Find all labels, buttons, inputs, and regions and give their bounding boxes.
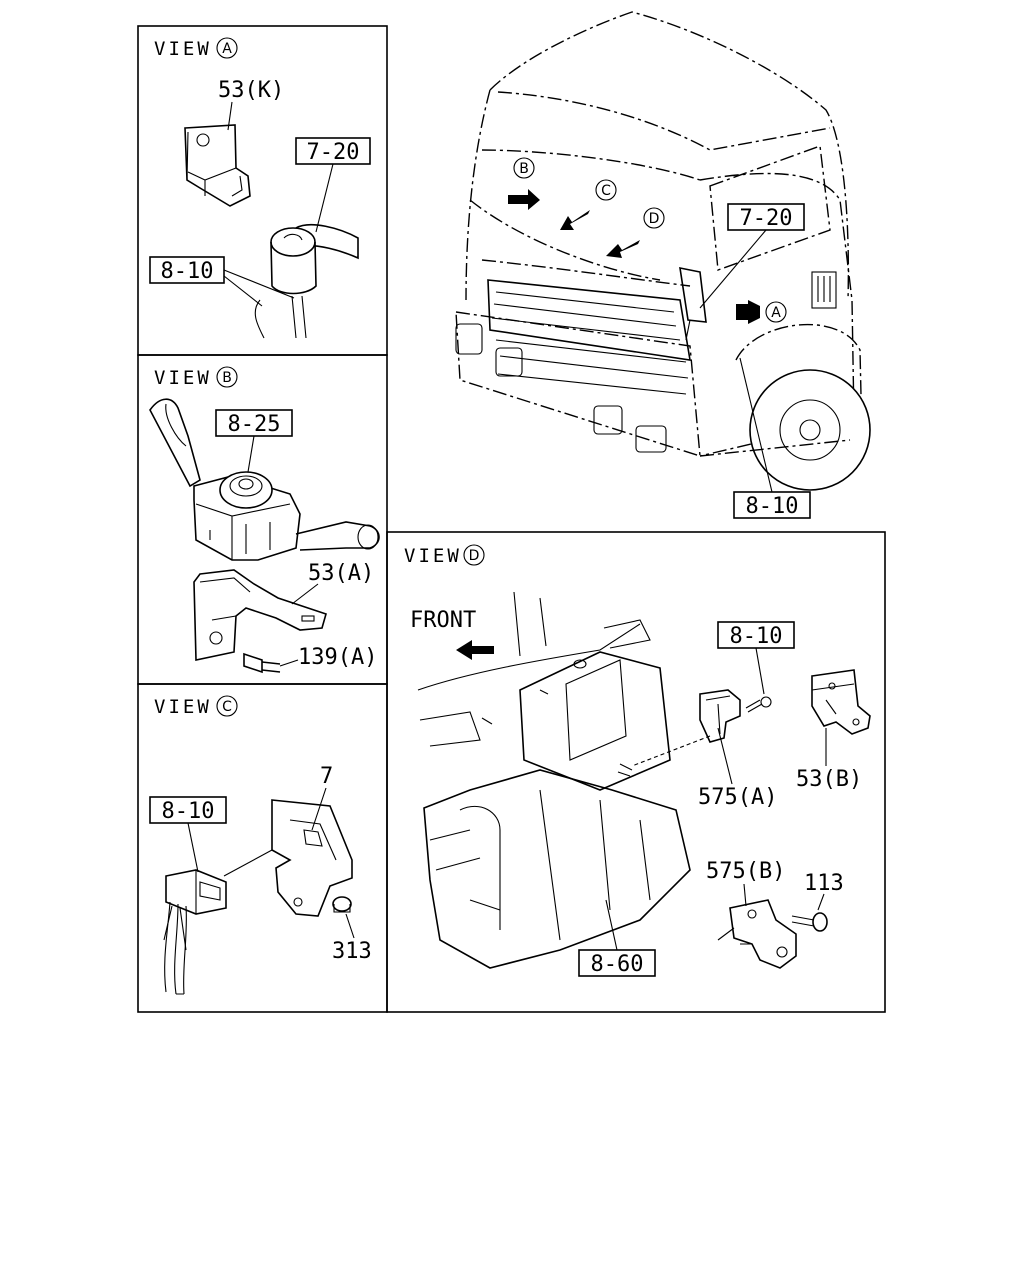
svg-text:C: C [222, 699, 232, 715]
svg-text:VIEW: VIEW [404, 545, 462, 567]
part-313-label: 313 [332, 939, 372, 964]
part-53k-label: 53(K) [218, 78, 284, 103]
bracket-53a [193, 569, 327, 661]
svg-text:VIEW: VIEW [154, 696, 212, 718]
svg-text:D: D [649, 211, 660, 227]
svg-text:A: A [771, 305, 781, 321]
svg-text:A: A [222, 41, 232, 57]
part-53a-label: 53(A) [308, 561, 374, 586]
ref-8-10-box-a [149, 256, 225, 284]
cable-a [254, 299, 265, 339]
bracket-53b [811, 669, 871, 735]
svg-text:D: D [469, 548, 480, 564]
nut-313 [332, 896, 352, 913]
bracket-575b [717, 899, 797, 969]
ref-8-60-leader [605, 899, 618, 951]
part-113-label: 113 [804, 871, 844, 896]
connector-c [163, 869, 227, 995]
grommet-cable [270, 224, 359, 339]
arrow-label-a [765, 301, 787, 323]
ref-8-25-leader [247, 435, 255, 473]
part-53a-leader [291, 583, 319, 605]
ref-7-20-leader-truck [699, 229, 767, 309]
svg-text:C: C [601, 183, 611, 199]
view-d-frame [386, 531, 886, 1013]
ref-8-10-leader-truck [739, 357, 773, 493]
ref-8-60-box [578, 949, 656, 977]
front-label: FRONT [410, 608, 476, 633]
screw-8-10 [745, 696, 772, 713]
ref-8-10-label-a: 8-10 [161, 259, 214, 284]
arrow-label-d [643, 207, 665, 229]
ref-8-25-label: 8-25 [228, 412, 281, 437]
ref-8-10-label-truck: 8-10 [746, 494, 799, 519]
ref-8-10-box-d [717, 621, 795, 649]
arrow-c [560, 210, 590, 230]
part-313-leader [345, 913, 355, 939]
part-139a-label: 139(A) [298, 645, 377, 670]
part-113-leader [817, 893, 825, 911]
front-arrow-icon [456, 640, 494, 660]
screw-113 [791, 912, 828, 932]
part-575a-label: 575(A) [698, 785, 777, 810]
ref-8-10-label-d: 8-10 [730, 624, 783, 649]
ref-8-10-box-truck [733, 491, 811, 519]
ref-8-10-leader-a [223, 269, 295, 307]
ecu-assembly [417, 591, 691, 969]
clip-575a [631, 689, 741, 767]
view-a-frame [137, 25, 388, 356]
combination-switch [149, 398, 380, 561]
ref-8-10-leader-c [187, 822, 199, 873]
ref-8-60-label: 8-60 [591, 952, 644, 977]
part-575a-leader [717, 727, 733, 785]
ref-8-10-leader-d [755, 647, 765, 695]
view-b-heading: VIEW B [154, 366, 238, 389]
ref-8-10-label-c: 8-10 [162, 799, 215, 824]
arrow-a [736, 300, 760, 324]
part-7-label: 7 [320, 764, 333, 789]
part-575b-label: 575(B) [706, 859, 785, 884]
view-arrows: B C D A [508, 157, 787, 324]
part-575b-leader [743, 883, 747, 907]
ref-7-20-leader-a [315, 163, 334, 233]
arrow-b [508, 189, 540, 210]
ref-7-20-box-a [295, 137, 371, 165]
part-139a-leader [279, 659, 299, 667]
ref-8-25-box [215, 409, 293, 437]
arrow-d [606, 240, 640, 258]
arrow-label-b [513, 157, 535, 179]
ref-7-20-label-truck: 7-20 [740, 206, 793, 231]
truck-cab [455, 11, 871, 491]
ref-8-10-box-c [149, 796, 227, 824]
bracket-7 [223, 799, 353, 917]
view-a-heading: VIEW A [154, 37, 238, 60]
bracket-53k [184, 124, 251, 207]
svg-text:B: B [222, 370, 232, 386]
view-d-heading: VIEW D [404, 544, 485, 567]
svg-text:VIEW: VIEW [154, 38, 212, 60]
ref-7-20-label-a: 7-20 [307, 140, 360, 165]
bolt-139a [243, 652, 281, 674]
svg-text:B: B [519, 161, 529, 177]
arrow-label-c [595, 179, 617, 201]
ref-7-20-box-truck [727, 203, 805, 231]
part-53b-label: 53(B) [796, 767, 862, 792]
view-c-heading: VIEW C [154, 695, 238, 718]
svg-text:VIEW: VIEW [154, 367, 212, 389]
